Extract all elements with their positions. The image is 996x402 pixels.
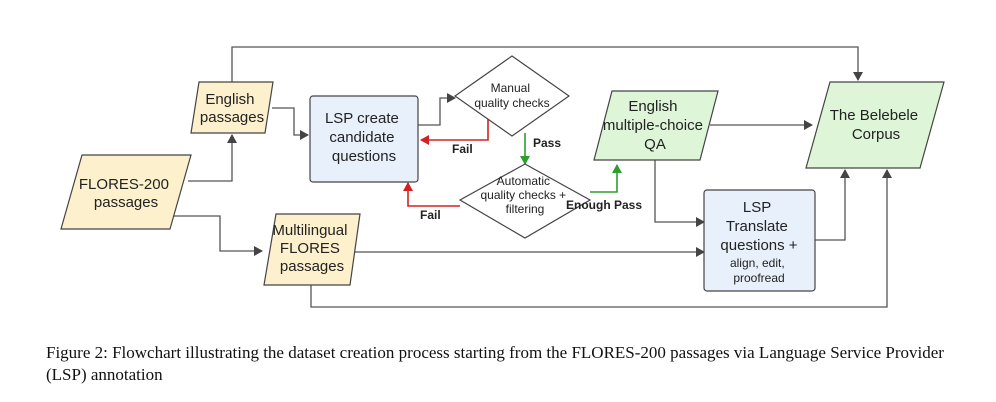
node-automatic-quality-checks: Automatic quality checks + filtering (458, 163, 592, 239)
lsp-create-line-2: candidate (329, 129, 394, 146)
caption-sc-es: ES (614, 343, 635, 362)
label-fail-auto: Fail (420, 208, 441, 222)
node-lsp-create-candidate-questions: LSP create candidate questions (309, 95, 419, 183)
translate-line-5: proofread (733, 271, 784, 285)
edge-flores-to-multilingual (170, 215, 263, 256)
edge-english-to-belebele-top (231, 46, 863, 82)
svg-text:Manual quality checks: Manual quality checks (474, 81, 549, 110)
belebele-line-2: Corpus (852, 126, 900, 143)
auto-checks-line-2: quality checks + (480, 188, 566, 202)
svg-text:The Belebele Corpus: The Belebele Corpus (830, 107, 923, 143)
node-manual-quality-checks: Manual quality checks (453, 55, 571, 137)
mcqa-line-2: multiple-choice (603, 117, 703, 134)
svg-text:Automatic quality checks: Automatic quality checks + filtering (480, 174, 569, 216)
edge-manual-fail (420, 118, 489, 145)
mcqa-line-1: English (628, 98, 677, 115)
caption-prefix: Figure 2: Flowchart illustrating the dat… (46, 343, 581, 362)
node-multilingual-flores-passages: Multilingual FLORES passages (263, 213, 361, 286)
caption-sc-lo: LO (580, 343, 604, 362)
lsp-create-line-3: questions (332, 148, 396, 165)
svg-text:align, edit, proofread: align, edit, proofread (730, 256, 788, 285)
svg-text:Multilingual FLORES: Multilingual FLORES passages (272, 222, 351, 275)
multilingual-line-2: FLORES (280, 240, 340, 257)
svg-text:English passages: English passages (200, 91, 264, 126)
edge-flores-to-english (188, 134, 237, 182)
multilingual-line-3: passages (280, 258, 344, 275)
svg-text:LSP create candidate: LSP create candidate questions (325, 110, 403, 165)
manual-checks-line-1: Manual (491, 81, 530, 95)
caption-suffix: -200 passages via Language Service Provi… (46, 343, 944, 384)
translate-line-1: LSP (743, 199, 771, 216)
edge-lsp-create-to-manual (418, 93, 456, 126)
label-enough-pass: Enough Pass (566, 198, 642, 212)
translate-line-4: align, edit, (730, 256, 785, 270)
svg-text:LSP Translate ques: LSP Translate questions + (720, 199, 797, 254)
svg-text:FLORES-200 passages: FLORES-200 passages (79, 176, 173, 211)
flores200-line-1: FLORES-200 (79, 176, 169, 193)
translate-line-3: questions + (720, 237, 797, 254)
edge-translate-to-belebele (815, 169, 850, 241)
manual-checks-line-2: quality checks (474, 96, 549, 110)
node-english-multiple-choice-qa: English multiple-choice QA (593, 90, 719, 161)
multilingual-line-1: Multilingual (272, 222, 347, 239)
caption-r: R (603, 343, 615, 362)
english-passages-line-2: passages (200, 109, 264, 126)
node-flores-200-passages: FLORES-200 passages (60, 154, 192, 230)
translate-line-2: Translate (726, 218, 788, 235)
edge-auto-fail (403, 182, 460, 207)
edge-mcqa-to-translate (654, 160, 705, 227)
english-passages-line-1: English (205, 91, 254, 108)
mcqa-line-3: QA (644, 136, 666, 153)
edge-auto-enough-pass (590, 164, 622, 193)
edge-english-to-lsp-create (272, 107, 309, 140)
lsp-create-line-1: LSP create (325, 110, 399, 127)
node-english-passages: English passages (190, 81, 274, 134)
auto-checks-line-1: Automatic (497, 174, 550, 188)
auto-checks-line-3: filtering (506, 202, 545, 216)
belebele-line-1: The Belebele (830, 107, 918, 124)
node-belebele-corpus: The Belebele Corpus (805, 81, 945, 169)
label-fail-manual: Fail (452, 142, 473, 156)
label-pass-manual: Pass (533, 136, 561, 150)
node-lsp-translate-questions: LSP Translate questions + align, edit, p… (703, 189, 816, 292)
edge-multilingual-to-belebele-bottom (310, 169, 892, 308)
figure-caption: Figure 2: Flowchart illustrating the dat… (46, 342, 966, 386)
svg-text:English multiple-choice: English multiple-choice QA (603, 98, 707, 153)
flores200-line-2: passages (94, 194, 158, 211)
